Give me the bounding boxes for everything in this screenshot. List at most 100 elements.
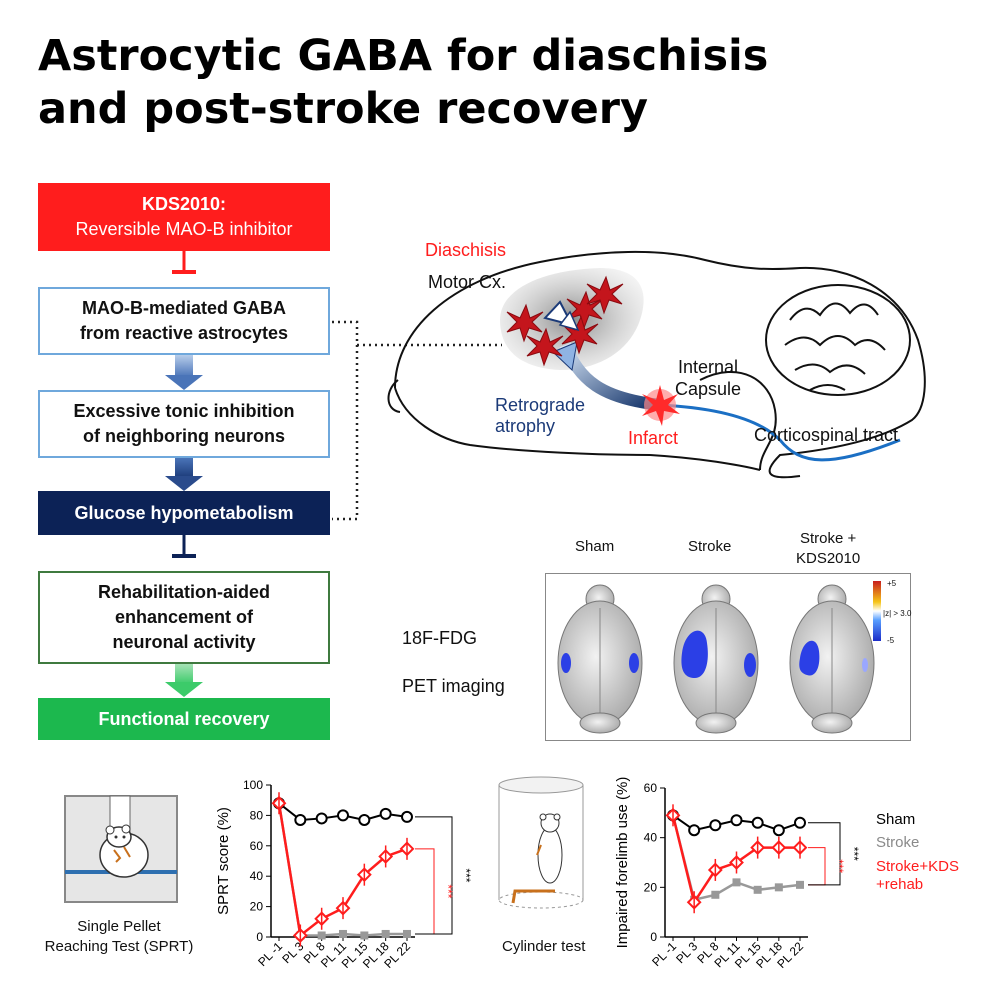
data-point [403, 929, 411, 938]
y-tick-label: 80 [250, 808, 264, 822]
data-point [358, 813, 371, 826]
internal-line-1: Internal [678, 357, 739, 377]
data-point [774, 883, 783, 892]
title-line-2: and post-stroke recovery [38, 84, 648, 134]
flow-arrow-3 [165, 458, 203, 491]
data-point [360, 931, 369, 940]
neuron-icon [558, 310, 580, 332]
data-point [317, 931, 326, 940]
pet-brain-sham [557, 584, 643, 734]
y-axis-label: Impaired forelimb use (%) [614, 777, 631, 949]
y-tick-label: 60 [644, 781, 658, 795]
kds2010-title: KDS2010: [141, 194, 227, 214]
retro-line-1: Retrograde [495, 395, 586, 415]
legend-kds-1: Stroke+KDS [876, 858, 959, 875]
sig-label-black: *** [847, 847, 861, 861]
rehab-line-2: enhancement of [114, 607, 254, 627]
pet-col-kds-2: KDS2010 [796, 550, 861, 567]
diaschisis-label: Diaschisis [425, 240, 507, 260]
data-point [732, 878, 741, 887]
kds2010-box: KDS2010: Reversible MAO-B inhibitor [38, 183, 330, 251]
data-point [772, 824, 785, 837]
legend-kds-2: +rehab [876, 876, 924, 893]
sig-bracket-black [808, 822, 841, 886]
pet-col-kds: Stroke + KDS2010 [796, 529, 860, 569]
legend-kds: Stroke+KDS+rehab [876, 858, 959, 894]
gaba-box: MAO-B-mediated GABA from reactive astroc… [38, 287, 330, 355]
data-point [794, 816, 806, 829]
rehab-line-3: neuronal activity [112, 632, 256, 652]
sprt-caption-1: Single Pellet [77, 918, 161, 935]
tonic-line-2: of neighboring neurons [83, 426, 285, 446]
tonic-inhibition-box: Excessive tonic inhibition of neighborin… [38, 390, 330, 458]
data-point [751, 816, 764, 829]
tonic-line-1: Excessive tonic inhibition [73, 401, 295, 421]
scale-mid: |z| > 3.0 [883, 609, 912, 618]
inhibit-arrow-2 [172, 535, 196, 558]
pet-col-stroke: Stroke [688, 538, 732, 555]
y-tick-label: 20 [250, 900, 264, 914]
data-point [730, 814, 743, 827]
y-tick-label: 60 [250, 839, 264, 853]
data-point [711, 890, 720, 899]
sig-label-black: *** [459, 868, 473, 882]
y-axis-label: SPRT score (%) [215, 807, 232, 915]
kds2010-desc: Reversible MAO-B inhibitor [75, 219, 293, 239]
cst-label: Corticospinal tract [754, 425, 899, 445]
sig-bracket-red [415, 848, 435, 935]
retro-line-2: atrophy [495, 416, 556, 436]
data-point [294, 813, 307, 826]
data-point [709, 819, 722, 832]
pet-panel [545, 573, 911, 741]
pet-label-1: 18F-FDG [402, 628, 478, 648]
sig-label-red: *** [832, 859, 846, 873]
pet-brain-kds [789, 584, 875, 734]
gaba-line-2: from reactive astrocytes [79, 323, 289, 343]
cylinder-illustration [498, 776, 584, 909]
data-point [339, 929, 347, 938]
sprt-caption-2: Reaching Test (SPRT) [44, 938, 194, 955]
rehab-line-1: Rehabilitation-aided [97, 582, 270, 602]
pet-label-2: PET imaging [402, 676, 505, 696]
scale-top: +5 [887, 579, 897, 588]
pet-col-kds-1: Stroke + [799, 530, 857, 547]
hypometabolism-box: Glucose hypometabolism [38, 491, 330, 535]
pet-brain-stroke [673, 584, 759, 734]
data-point [379, 807, 392, 820]
legend-stroke: Stroke [876, 834, 920, 851]
pet-col-sham: Sham [575, 538, 615, 555]
sig-bracket-black [415, 816, 453, 935]
data-point [401, 810, 413, 823]
pet-colorbar [873, 581, 881, 641]
sig-label-red: *** [441, 884, 455, 898]
infarct-icon [642, 385, 680, 426]
corticospinal-tract [659, 403, 901, 462]
gaba-line-1: MAO-B-mediated GABA [81, 298, 286, 318]
data-point [688, 824, 701, 837]
sprt-illustration [64, 795, 178, 903]
y-tick-label: 0 [256, 930, 263, 944]
title-line-1: Astrocytic GABA for diaschisis [38, 31, 769, 81]
y-tick-label: 20 [644, 880, 658, 894]
hypometabolism-label: Glucose hypometabolism [74, 502, 294, 523]
data-point [796, 880, 804, 889]
flow-arrow-5 [165, 664, 203, 697]
sig-bracket-red [808, 847, 826, 886]
infarct-label: Infarct [628, 428, 679, 448]
cerebellum [765, 284, 911, 396]
legend-sham: Sham [876, 811, 916, 828]
cylinder-caption: Cylinder test [502, 938, 586, 955]
recovery-box: Functional recovery [38, 698, 330, 740]
y-tick-label: 0 [650, 930, 657, 944]
scale-bot: -5 [887, 636, 895, 645]
flow-arrow-2 [165, 355, 203, 390]
rehabilitation-box: Rehabilitation-aided enhancement of neur… [38, 571, 330, 664]
internal-line-2: Capsule [675, 379, 742, 399]
brain-outline [394, 250, 926, 479]
dotted-bracket [332, 320, 502, 521]
